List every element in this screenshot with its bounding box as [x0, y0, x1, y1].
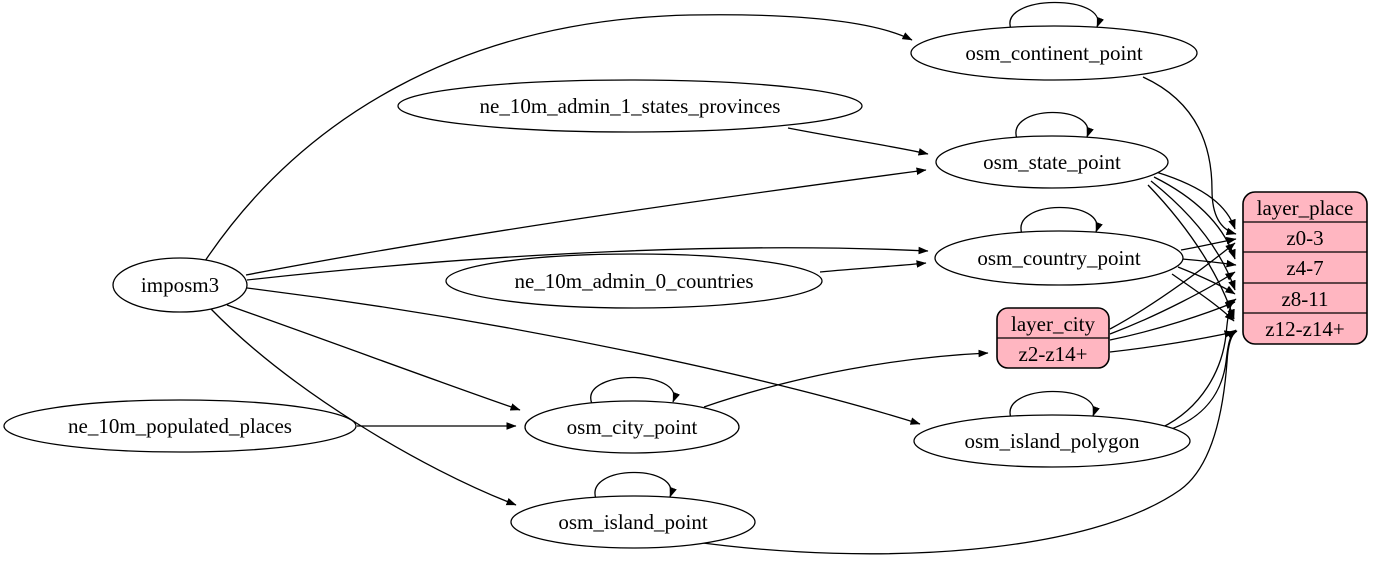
- node-osm_island_point-shape: [510, 495, 756, 549]
- edge-osm_country_point-z0-3: [1180, 237, 1237, 251]
- node-osm_continent_point-shape: [910, 25, 1198, 81]
- edge-imposm3-osm_country_point: [246, 246, 929, 281]
- edge-layer_city-z12-z14: [1109, 330, 1235, 353]
- node-osm_city_point-shape: [524, 400, 740, 454]
- edge-osm_island_point-z12-z14: [687, 330, 1238, 555]
- self-loop-osm_city_point: [590, 376, 680, 405]
- node-osm_city_point: osm_city_point: [524, 400, 740, 454]
- edge-layer_city-z0-3: [1109, 242, 1236, 330]
- record-layer_place-row-z0-3: z0-3: [1286, 226, 1323, 250]
- self-loop-osm_island_point: [594, 471, 677, 500]
- edge-osm_city_point-layer_city: [703, 349, 989, 408]
- node-osm_city_point-label: osm_city_point: [567, 415, 698, 439]
- node-osm_state_point-label: osm_state_point: [983, 150, 1121, 174]
- node-ne_10m_populated_places: ne_10m_populated_places: [3, 399, 357, 453]
- edge-imposm3-osm_state_point: [245, 167, 927, 276]
- node-ne_10m_admin_0_countries-shape: [445, 253, 823, 309]
- node-ne_10m_populated_places-label: ne_10m_populated_places: [68, 414, 292, 438]
- edge-osm_continent_point-z0-3: [1142, 76, 1237, 236]
- node-ne_10m_admin_1_states_provinces-label: ne_10m_admin_1_states_provinces: [480, 94, 781, 118]
- edge-imposm3-osm_island_point: [210, 308, 517, 506]
- self-loop-osm_state_point: [1015, 111, 1094, 140]
- node-osm_state_point: osm_state_point: [935, 135, 1169, 189]
- edge-layer_city-z8-11: [1109, 301, 1236, 341]
- edge-osm_country_point-z8-11: [1177, 266, 1236, 295]
- node-osm_country_point-label: osm_country_point: [977, 246, 1140, 270]
- edge-imposm3-osm_city_point: [226, 304, 521, 411]
- node-osm_island_polygon: osm_island_polygon: [913, 414, 1191, 468]
- node-ne_10m_admin_0_countries: ne_10m_admin_0_countries: [445, 253, 823, 309]
- self-loop-osm_island_polygon: [1009, 390, 1100, 419]
- record-layer_place-box: [1242, 191, 1368, 345]
- edge-ne_countries-osm_country_point: [819, 260, 927, 273]
- record-layer_place-row-z8-11: z8-11: [1281, 287, 1328, 311]
- node-osm_continent_point: osm_continent_point: [910, 25, 1198, 81]
- edge-osm_country_point-z4-7: [1181, 258, 1237, 268]
- node-osm_state_point-shape: [935, 135, 1169, 189]
- node-osm_continent_point-label: osm_continent_point: [965, 41, 1142, 65]
- node-osm_island_point-label: osm_island_point: [558, 510, 708, 534]
- node-osm_island_polygon-shape: [913, 414, 1191, 468]
- node-ne_10m_populated_places-shape: [3, 399, 357, 453]
- self-loop-osm_continent_point: [1009, 1, 1104, 30]
- node-ne_10m_admin_0_countries-label: ne_10m_admin_0_countries: [514, 269, 753, 293]
- record-layer_place-row-z4-7: z4-7: [1286, 256, 1323, 280]
- node-osm_country_point-shape: [934, 230, 1184, 286]
- node-imposm3: imposm3: [112, 257, 248, 313]
- edge-osm_country_point-z12-z14: [1171, 273, 1235, 322]
- edge-osm_island_polygon-z8-11: [1160, 298, 1237, 429]
- node-ne_10m_admin_1_states_provinces: ne_10m_admin_1_states_provinces: [397, 79, 863, 133]
- record-layer_place-row-z12-z14: z12-z14+: [1265, 317, 1344, 341]
- record-layer_city: layer_city z2-z14+: [996, 307, 1110, 369]
- edges: [204, 1, 1238, 555]
- node-imposm3-shape: [112, 257, 248, 313]
- record-layer_place-title: layer_place: [1257, 196, 1354, 220]
- record-layer_place: layer_place z0-3 z4-7 z8-11 z12-z14+: [1242, 191, 1368, 345]
- node-osm_country_point: osm_country_point: [934, 230, 1184, 286]
- edge-imposm3-osm_continent_point: [204, 14, 913, 262]
- edge-ne_states-osm_state_point: [787, 127, 929, 156]
- node-imposm3-label: imposm3: [141, 273, 219, 297]
- edge-layer_city-z4-7: [1109, 271, 1236, 335]
- node-osm_island_polygon-label: osm_island_polygon: [964, 429, 1140, 453]
- node-ne_10m_admin_1_states_provinces-shape: [397, 79, 863, 133]
- edge-osm_state_point-z0-3: [1155, 171, 1236, 230]
- record-layer_city-title: layer_city: [1011, 312, 1095, 336]
- self-loop-osm_country_point: [1020, 206, 1103, 235]
- record-layer_city-row-z2-z14: z2-z14+: [1019, 342, 1088, 366]
- edge-imposm3-osm_island_polygon: [246, 287, 921, 425]
- node-osm_island_point: osm_island_point: [510, 495, 756, 549]
